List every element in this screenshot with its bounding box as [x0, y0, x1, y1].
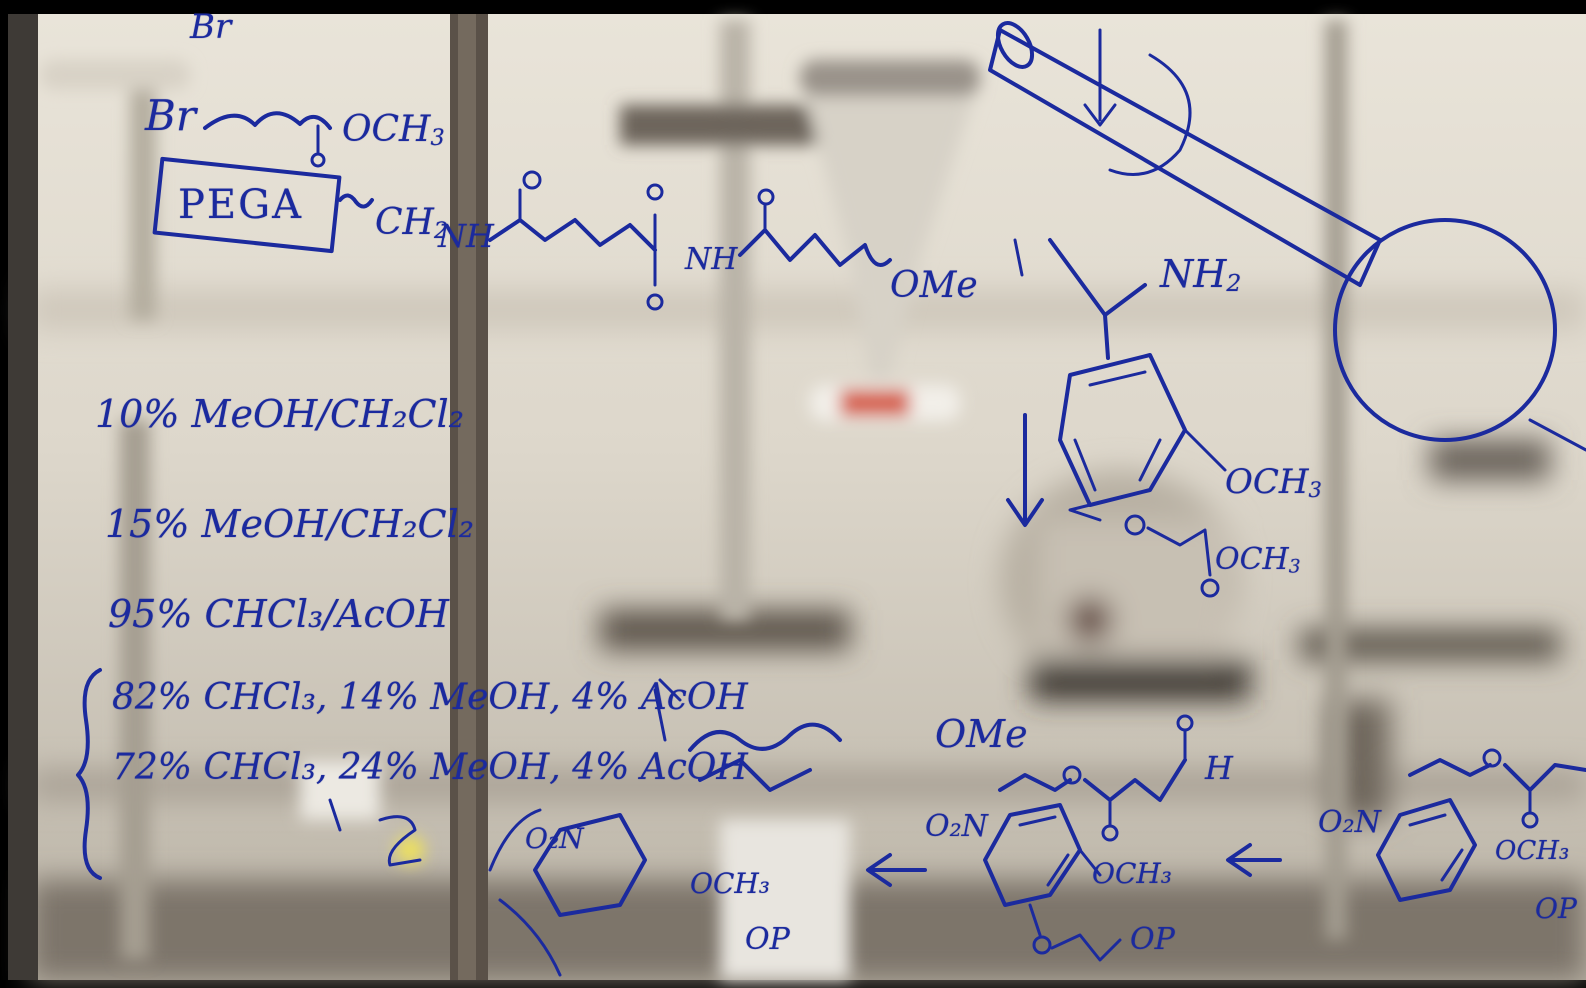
ome-top: OMe: [890, 265, 978, 306]
ring-double-bonds-2: [1018, 815, 1070, 887]
solvent-line-3: 95% CHCl₃/AcOH: [108, 592, 450, 636]
right-ester-o: [1482, 748, 1502, 768]
och3-bottom-right-label: OCH₃: [1495, 836, 1570, 866]
pega-label: PEGA: [178, 182, 303, 228]
benzene-ring-2: [983, 803, 1082, 907]
solvent-brace: [76, 668, 102, 880]
wavy-link: [338, 193, 374, 209]
aldehyde-o: [1176, 714, 1194, 732]
op-mid-label: OP: [1130, 922, 1175, 957]
column-drawing: [988, 28, 1382, 287]
down-arrow-column: [1083, 28, 1117, 127]
ester-chain: [1146, 526, 1212, 577]
tick-mark: [1013, 238, 1024, 277]
o2n-right-label: O₂N: [1318, 805, 1381, 840]
flask-neck: [1528, 418, 1586, 452]
ring-oxygen-bond: [1068, 503, 1102, 522]
op-left-label: OP: [745, 922, 790, 957]
left-arrow-1: [866, 853, 927, 887]
benzene-ring-1: [1058, 353, 1187, 507]
acid-o: [1101, 824, 1119, 842]
ome-middle: OMe: [935, 712, 1028, 756]
left-arrow-2: [1226, 843, 1282, 877]
ring-double-bonds-1: [1073, 370, 1162, 492]
linker-chain-2: [738, 228, 892, 267]
ester-oxygen: [1200, 578, 1220, 598]
nh2-label: NH2: [1160, 252, 1242, 298]
solvent-line-2: 15% MeOH/CH₂Cl₂: [105, 502, 474, 546]
oxygen-3: [757, 188, 775, 206]
och3-bottom-left-label: OCH₃: [690, 867, 771, 900]
ring-2-oxygen: [1032, 935, 1052, 955]
rotation-arrow: [1108, 53, 1192, 176]
benzene-ring-3: [1376, 798, 1477, 902]
pega-nh-label: NH: [438, 217, 494, 255]
solvent-line-4: 82% CHCl₃, 14% MeOH, 4% AcOH: [112, 677, 748, 718]
flask-bulb: [1333, 218, 1557, 442]
right-ring-chain: [1408, 758, 1492, 777]
ring-2-substituents: [1028, 848, 1102, 937]
top-fragment: Br: [190, 7, 232, 47]
och3-top: OCH3: [342, 109, 445, 152]
o2n-mid-label: O₂N: [925, 809, 988, 844]
pega-box: [152, 156, 342, 254]
op-right-label: OP: [1535, 892, 1577, 925]
bromo-chain: [203, 111, 332, 130]
ester-o-mid: [1062, 765, 1082, 785]
ring-double-bonds-3: [1408, 813, 1464, 882]
amine-bonds: [1048, 238, 1147, 317]
och3-bottom-mid-label: OCH₃: [1092, 857, 1173, 890]
aldehyde-h-label: H: [1205, 749, 1233, 787]
bromo-label: Br: [145, 91, 196, 140]
solvent-line-1: 10% MeOH/CH₂Cl₂: [95, 392, 464, 436]
down-arrow-reaction: [1006, 413, 1044, 527]
wedge-bond: [1103, 313, 1110, 360]
sulfonyl-nh-label: NH: [685, 242, 738, 277]
column-cap: [995, 21, 1035, 69]
acid-chain: [1083, 758, 1187, 802]
och3-ring-label: OCH3: [1225, 462, 1322, 502]
sulfonyl-o-bottom: [646, 293, 664, 311]
right-ester-chain: [1503, 763, 1586, 792]
solvent-line-5: 72% CHCl₃, 24% MeOH, 4% AcOH: [112, 747, 748, 788]
scribble-marks: [328, 798, 422, 867]
linker-chain-1: [488, 218, 657, 252]
o2n-left-label: O₂N: [525, 822, 584, 855]
overlapping-strokes: [488, 808, 562, 977]
wavy-chain-ome: [688, 722, 842, 752]
ch2-label: CH2: [375, 202, 449, 245]
ring-oxygen-1: [1124, 514, 1146, 536]
sulfonyl-o-top: [646, 183, 664, 201]
benzene-ring-4: [533, 813, 647, 917]
right-carbonyl-o: [1521, 811, 1539, 829]
acoh-scribble: [653, 678, 682, 742]
och3-ester-label: OCH3: [1215, 542, 1301, 578]
chain-bottom: [698, 758, 812, 792]
ring-2-oxchain: [1050, 933, 1122, 962]
oxygen-1: [522, 170, 542, 190]
nitro-ring-top-chain: [998, 773, 1072, 792]
ring-substituent-1: [1183, 428, 1227, 472]
carbonyl-oxygen: [310, 152, 326, 168]
